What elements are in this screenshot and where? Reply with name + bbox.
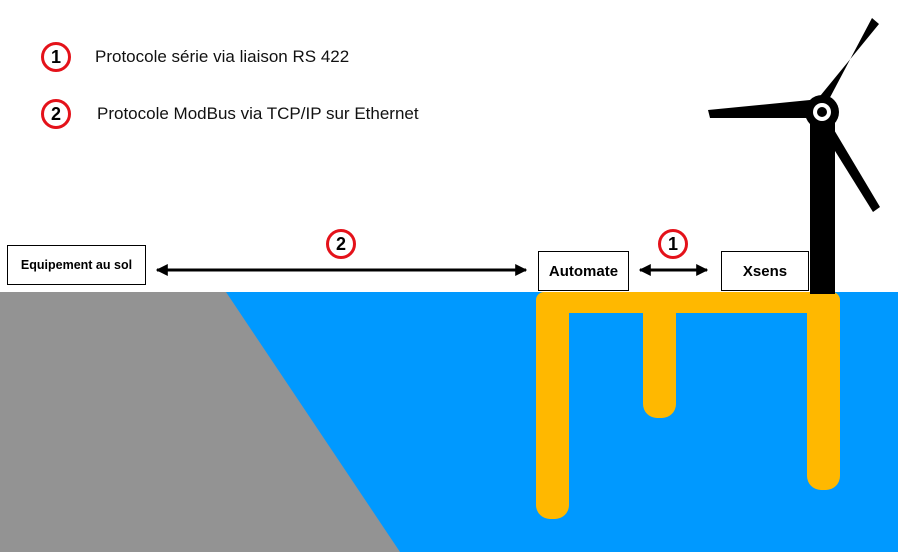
link-number-badge-plc-sensor: 1 xyxy=(658,229,688,259)
legend-text: Protocole série via liaison RS 422 xyxy=(95,47,350,66)
ground xyxy=(0,292,400,552)
wind-turbine-icon xyxy=(708,18,880,294)
legend-number-badge: 2 xyxy=(41,99,71,129)
foundation xyxy=(536,292,840,519)
legend-text: Protocole ModBus via TCP/IP sur Ethernet xyxy=(97,104,419,123)
legend-item-2: 2 Protocole ModBus via TCP/IP sur Ethern… xyxy=(41,97,419,131)
legend-number-badge: 1 xyxy=(41,42,71,72)
ground-equipment-box: Equipement au sol xyxy=(7,245,146,285)
plc-box: Automate xyxy=(538,251,629,291)
legend-item-1: 1 Protocole série via liaison RS 422 xyxy=(41,40,349,74)
link-number-badge-ground-plc: 2 xyxy=(326,229,356,259)
sensor-box: Xsens xyxy=(721,251,809,291)
